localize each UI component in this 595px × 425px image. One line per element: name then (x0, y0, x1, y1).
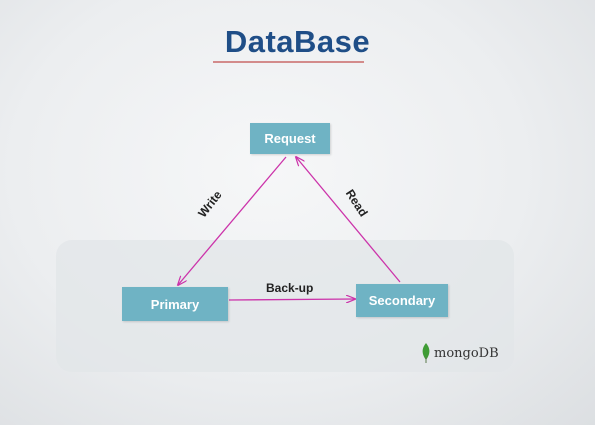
backup-arrow (228, 299, 355, 300)
mongodb-logo: mongoDB (421, 343, 499, 363)
read-arrow (296, 157, 401, 283)
secondary-node: Secondary (356, 284, 448, 317)
mongodb-leaf-icon (422, 343, 430, 363)
mongodb-logo-text: mongoDB (434, 345, 499, 361)
primary-node: Primary (122, 287, 228, 321)
slide-title: DataBase (224, 24, 371, 59)
title-underline (213, 61, 364, 63)
request-node: Request (250, 123, 330, 154)
write-arrow (178, 156, 287, 285)
backup-label: Back-up (266, 281, 314, 295)
